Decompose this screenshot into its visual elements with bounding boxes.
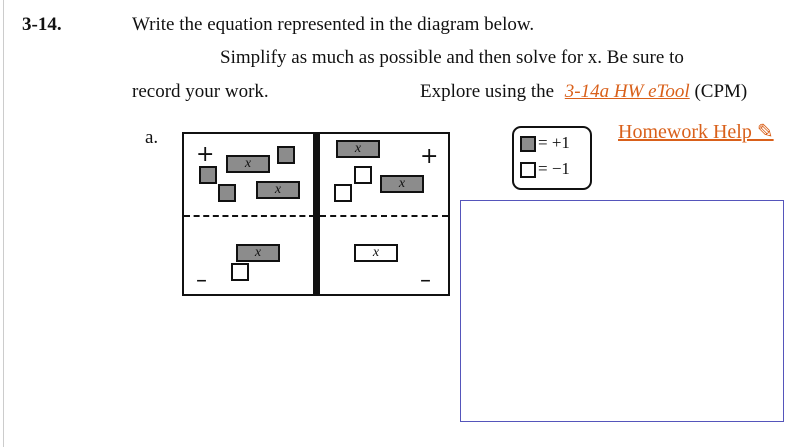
legend-negative-label: = −1 <box>538 159 570 178</box>
explore-label: Explore using the <box>420 81 555 102</box>
minus-sign: – <box>420 268 431 293</box>
minus-sign: – <box>196 268 207 293</box>
problem-number: 3-14. <box>22 14 62 35</box>
unit-tile-negative <box>334 184 352 202</box>
instruction-line-2: Simplify as much as possible and then so… <box>220 47 684 68</box>
cpm-label: (CPM) <box>694 81 748 102</box>
equation-mat-left: + x x x – <box>182 132 317 296</box>
plus-sign: + <box>196 142 215 167</box>
x-tile-positive: x <box>380 175 424 193</box>
answer-input-box[interactable] <box>460 200 784 422</box>
unit-tile-positive <box>277 146 295 164</box>
legend-positive-tile <box>520 136 536 152</box>
instruction-line-3: record your work. <box>132 81 269 102</box>
legend-positive-label: = +1 <box>538 133 570 152</box>
dashed-divider <box>320 215 448 217</box>
page-left-border <box>3 0 4 447</box>
unit-tile-negative <box>231 263 249 281</box>
tile-legend: = +1 = −1 <box>512 126 592 190</box>
x-tile-positive: x <box>336 140 380 158</box>
mat-center-divider <box>313 132 318 296</box>
plus-sign: + <box>420 144 439 169</box>
unit-tile-negative <box>354 166 372 184</box>
unit-tile-positive <box>218 184 236 202</box>
x-tile-negative: x <box>354 244 398 262</box>
unit-tile-positive <box>199 166 217 184</box>
x-tile-positive: x <box>236 244 280 262</box>
equation-mat-right: x + x x – <box>318 132 450 296</box>
x-tile-positive: x <box>226 155 270 173</box>
instruction-line-1: Write the equation represented in the di… <box>132 14 535 35</box>
dashed-divider <box>184 215 315 217</box>
part-label: a. <box>145 127 159 148</box>
legend-negative-tile <box>520 162 536 178</box>
x-tile-positive: x <box>256 181 300 199</box>
homework-help-link[interactable]: Homework Help ✎ <box>618 121 774 143</box>
etool-link[interactable]: 3-14a HW eTool <box>564 81 690 102</box>
explore-text: Explore using the 3-14a HW eTool (CPM) <box>420 81 747 103</box>
